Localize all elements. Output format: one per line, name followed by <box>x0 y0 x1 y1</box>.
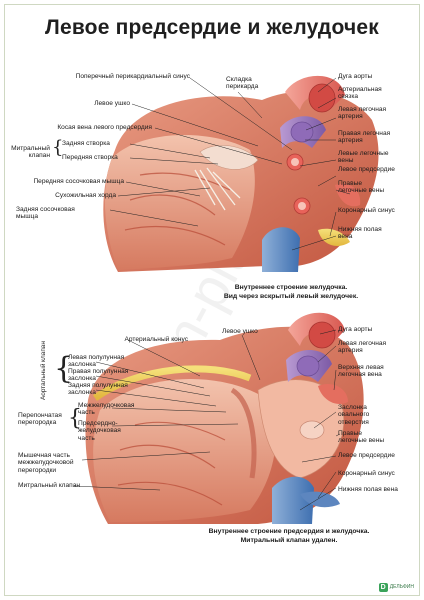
label-atrioventricular-part: Предсердно-желудочковая часть <box>78 420 121 442</box>
label-arterial-ligament: Артериальная связка <box>338 86 382 101</box>
label-left-pulm-veins-top: Левые легочные вены <box>338 150 389 165</box>
label-mitral-valve-bottom: Митральный клапан <box>18 482 81 489</box>
publisher-logo: D ДЕЛЬФИН <box>378 583 414 592</box>
label-posterior-semilunar: Задняя полулунная заслонка <box>68 382 128 397</box>
label-membranous-septum: Перепончатая перегородка <box>18 412 62 427</box>
label-transverse-sinus: Поперечный перикардиальный синус <box>75 73 190 80</box>
label-aortic-valve-vertical: Аортальный клапан <box>40 341 47 400</box>
aortic-valve-brace: { <box>54 351 74 386</box>
label-anterior-cusp: Передняя створка <box>62 154 118 161</box>
label-left-atrium-bottom: Левое предсердие <box>338 452 395 459</box>
bottom-leader-lines <box>73 329 341 511</box>
label-oblique-vein: Косая вена левого предсердия <box>57 124 152 131</box>
caption-bottom-line2: Митральный клапан удален. <box>240 537 338 544</box>
label-arterial-cone: Артериальный конус <box>124 336 188 343</box>
label-posterior-cusp: Задняя створка <box>62 140 110 147</box>
label-aortic-arch-bottom: Дуга аорты <box>338 326 373 333</box>
label-mitral-valve-top: Митральный клапан <box>11 145 50 160</box>
label-coronary-sinus-bottom: Коронарный синус <box>338 470 395 477</box>
poster-frame <box>4 4 420 596</box>
top-heart <box>103 75 379 273</box>
top-leader-lines <box>109 77 351 251</box>
label-pericardial-fold: Складка перикарда <box>226 76 259 91</box>
mitral-brace: { <box>52 137 64 158</box>
label-anterior-papillary: Передняя сосочковая мышца <box>33 178 124 185</box>
label-right-pulm-veins-top: Правые легочные вены <box>338 180 385 195</box>
label-interventricular-part: Межжелудочковая часть <box>78 402 135 417</box>
label-foramen-ovale-valve: Заслонка овального отверстия <box>338 404 370 426</box>
label-ivc-top: Нижняя полая вена <box>338 226 382 241</box>
label-left-auricle-top: Левое ушко <box>94 100 130 107</box>
label-left-atrium-top: Левое предсердие <box>338 166 395 173</box>
logo-text: ДЕЛЬФИН <box>389 583 414 590</box>
label-aortic-arch-top: Дуга аорты <box>338 73 373 80</box>
poster-title: Левое предсердие и желудочек <box>45 16 379 39</box>
label-left-semilunar: Левая полулунная заслонка <box>68 354 125 369</box>
label-ivc-bottom: Нижняя полая вена <box>338 486 398 493</box>
label-chordae: Сухожильная хорда <box>55 192 116 199</box>
label-posterior-papillary: Задняя сосочковая мышца <box>16 206 75 221</box>
label-coronary-sinus-top: Коронарный синус <box>338 207 395 214</box>
label-upper-left-pulm-vein: Верхняя левая легочная вена <box>338 364 384 379</box>
label-right-pulm-artery-top: Правая легочная артерия <box>338 130 391 145</box>
septum-brace: { <box>68 406 82 431</box>
caption-top-line2: Вид через вскрытый левый желудочек. <box>223 293 359 300</box>
label-muscular-septum: Мышечная часть межжелудочковой перегород… <box>18 452 74 474</box>
label-right-semilunar: Правая полулунная заслонка <box>68 368 129 383</box>
caption-bottom-line1: Внутреннее строение предсердия и желудоч… <box>208 528 370 535</box>
label-left-pulm-artery-bottom: Левая легочная артерия <box>338 340 387 355</box>
label-right-pulm-veins-bottom: Правые легочные вены <box>338 430 385 445</box>
logo-mark-icon: D <box>378 583 388 592</box>
label-left-pulm-artery-top: Левая легочная артерия <box>338 106 387 121</box>
caption-top-line1: Внутреннее строение желудочка. <box>234 284 348 291</box>
label-left-auricle-bottom: Левое ушко <box>222 328 258 335</box>
